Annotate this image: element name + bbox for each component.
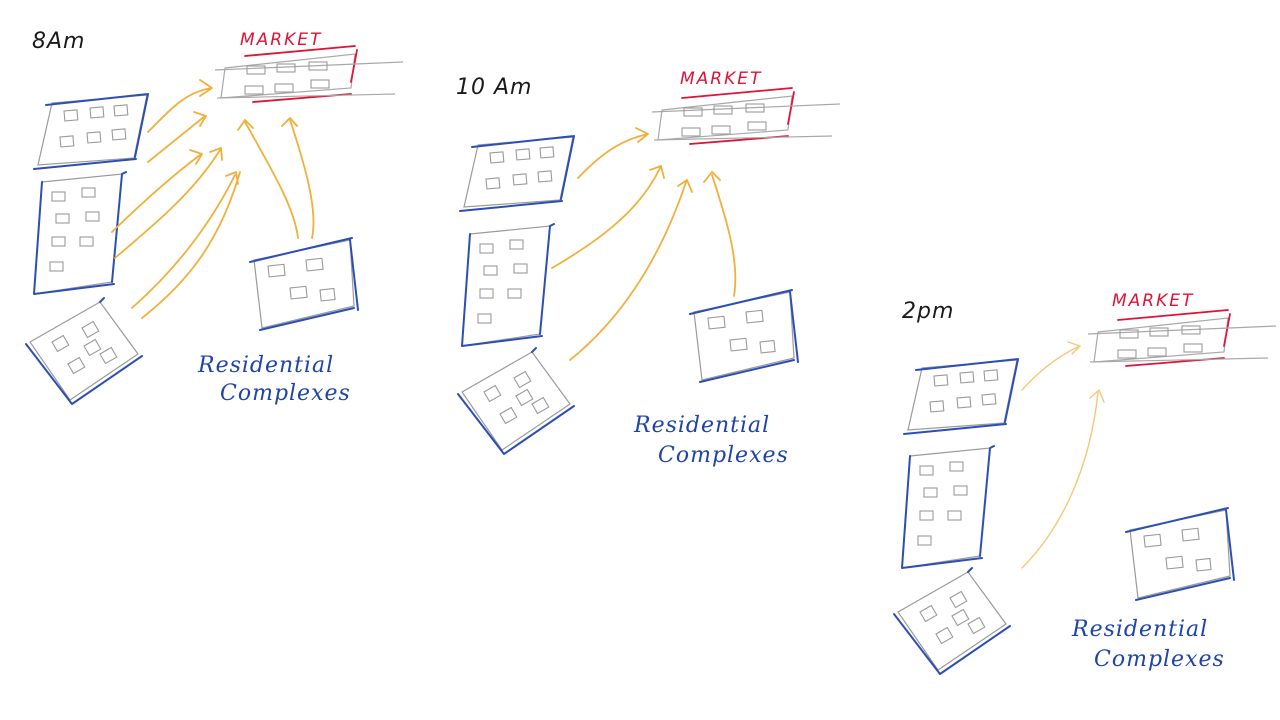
residential-building [461, 223, 555, 347]
market-label: MARKET [240, 30, 322, 50]
market-building [651, 87, 841, 145]
time-label: 8Am [32, 29, 85, 54]
residential-building [33, 93, 149, 170]
residential-building [903, 358, 1019, 435]
residential-label-line1: Residential [1071, 617, 1208, 642]
market-building [214, 45, 404, 103]
flow-arrows [551, 127, 737, 361]
time-label: 10 Am [456, 75, 532, 100]
residential-label-line2: Complexes [658, 443, 789, 468]
residential-building [893, 567, 1011, 675]
residential-label-line1: Residential [197, 353, 334, 378]
residential-label-line2: Complexes [220, 381, 351, 406]
residential-label-line1: Residential [633, 413, 770, 438]
market-label: MARKET [1112, 291, 1194, 311]
residential-building [25, 297, 143, 405]
residential-building [1125, 507, 1235, 601]
residential-building [33, 171, 127, 295]
residential-label-line2: Complexes [1094, 647, 1225, 672]
flow-arrows [111, 79, 315, 319]
panel-8am: 8Am MARKET Residential Complexes [25, 29, 404, 406]
market-building [1087, 309, 1277, 367]
residential-building [901, 445, 995, 569]
panel-10am: 10 Am MARKET Residential Complexes [456, 69, 841, 468]
market-label: MARKET [680, 69, 762, 89]
flow-arrows [1021, 341, 1105, 569]
time-label: 2pm [902, 299, 954, 324]
panel-2pm: 2pm MARKET Residential Complexes [893, 291, 1277, 675]
residential-building [249, 237, 359, 331]
residential-building [459, 135, 575, 212]
residential-building [689, 289, 799, 383]
residential-building [457, 347, 575, 455]
